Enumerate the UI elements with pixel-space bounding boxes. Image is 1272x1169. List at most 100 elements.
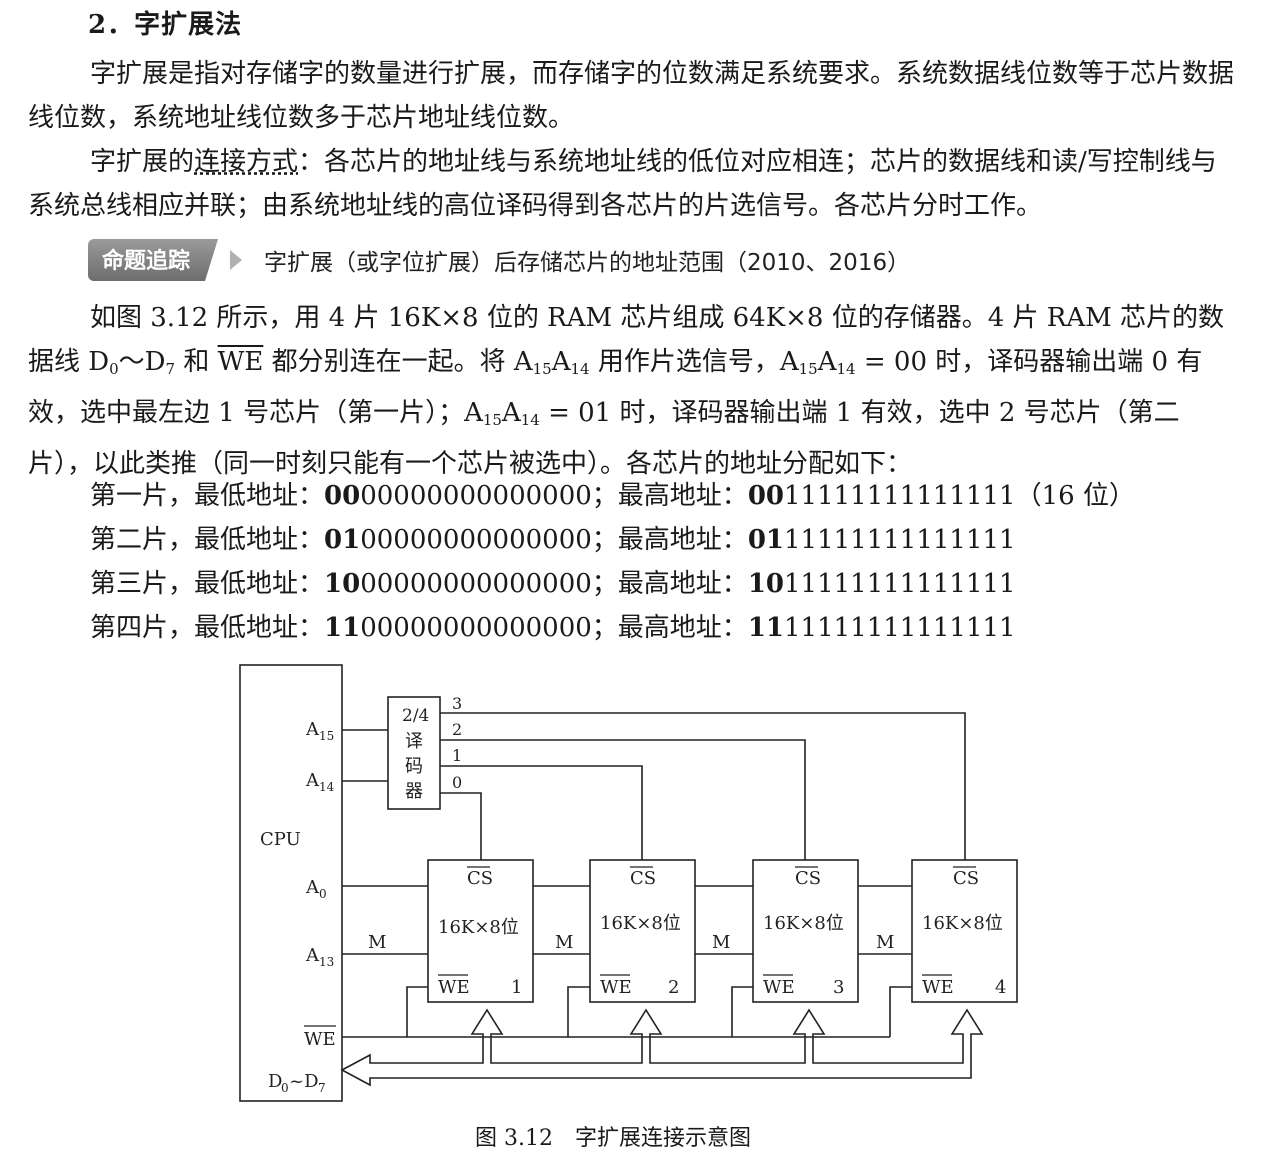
paragraph-connection: 字扩展的连接方式：各芯片的地址线与系统地址线的低位对应相连；芯片的数据线和读/写… [28,140,1238,228]
address-low-bits: 00000000000000 [360,481,592,511]
address-sep: ；最高地址： [591,525,748,555]
example-text-d: 都分别连在一起。将 A [263,347,533,377]
example-text-i: A [501,398,521,428]
example-text-a: 如图 3.12 所示，用 4 片 16K×8 位的 RAM 芯片组成 64K×8… [28,303,1225,377]
decoder-output-label: 3 [452,694,462,713]
chip-number: 4 [995,977,1006,998]
data-bus-label: D [268,1071,282,1092]
bus-m-label: M [555,932,573,953]
chip-cs-label: CS [795,868,821,889]
address-sep: ；最高地址： [591,481,748,511]
subscript: 15 [532,360,552,378]
address-line-1: 第一片，最低地址：0000000000000000；最高地址：001111111… [90,474,1135,518]
decoder-label: 器 [405,781,423,802]
subscript: 7 [318,1081,326,1095]
paragraph-definition: 字扩展是指对存储字的数量进行扩展，而存储字的位数满足系统要求。系统数据线位数等于… [28,52,1238,140]
address-high-bits: 10 [747,569,784,599]
address-low-bits: 00000000000000 [360,613,592,643]
subscript: 15 [319,729,334,743]
address-line-4: 第四片，最低地址：1100000000000000；最高地址：111111111… [90,606,1016,650]
chip-size-label: 16K×8位 [438,917,519,938]
address-high-bits: 11 [324,613,361,643]
topic-tracking-row: 命题追踪 字扩展（或字位扩展）后存储芯片的地址范围（2010、2016） [88,238,910,282]
a14-label: A [305,770,320,791]
decoder-output-label: 2 [452,720,462,739]
subscript: 13 [319,955,334,969]
subscript: 14 [319,780,335,794]
address-note: （16 位） [1015,481,1135,511]
subscript: 14 [520,411,540,429]
address-low-bits: 00000000000000 [360,525,592,555]
chip-we-label: WE [600,977,632,998]
example-text-g: A [817,347,837,377]
address-low-bits: 11111111111111 [784,525,1016,555]
decoder-output-label: 1 [452,746,462,765]
address-line-2: 第二片，最低地址：0100000000000000；最高地址：011111111… [90,518,1016,562]
address-sep: ；最高地址： [591,569,748,599]
address-low-bits: 00000000000000 [360,569,592,599]
example-text-c: 和 [175,347,218,377]
chip-cs-label: CS [953,868,979,889]
address-label: 第一片，最低地址： [90,481,325,511]
address-label: 第三片，最低地址： [90,569,325,599]
chip-size-label: 16K×8位 [922,913,1003,934]
connection-term: 连接方式 [194,147,299,177]
address-high-bits: 11 [747,613,784,643]
subscript: 15 [482,411,502,429]
address-low-bits: 11111111111111 [784,481,1016,511]
a0-label: A [305,877,320,898]
address-high-bits: 00 [324,481,361,511]
subscript: 0 [319,887,327,901]
subscript: 7 [165,360,176,378]
paragraph-example: 如图 3.12 所示，用 4 片 16K×8 位的 RAM 芯片组成 64K×8… [28,296,1238,486]
figure-caption: 图 3.12 字扩展连接示意图 [475,1126,751,1151]
chip-number: 1 [511,977,522,998]
example-text-e: A [551,347,571,377]
decoder-label: 译 [405,731,423,752]
chip-we-label: WE [922,977,954,998]
chip-number: 2 [668,977,679,998]
address-sep: ；最高地址： [591,613,748,643]
address-high-bits: 01 [324,525,361,555]
chip-number: 3 [833,977,844,998]
cpu-label: CPU [260,829,301,850]
example-text-b: ～D [118,347,166,377]
example-text-f: 用作片选信号，A [589,347,799,377]
connection-pre: 字扩展的 [90,147,195,177]
triangle-arrow-icon [230,250,243,270]
address-label: 第四片，最低地址： [90,613,325,643]
chip-we-label: WE [438,977,470,998]
decoder-box [387,696,441,810]
address-low-bits: 11111111111111 [784,569,1016,599]
address-high-bits: 01 [747,525,784,555]
bus-m-label: M [876,932,894,953]
a15-label: A [305,719,320,740]
chip-size-label: 16K×8位 [763,913,844,934]
connection-post: ：各芯片的地址线与系统地址线的低位对应相连；芯片的数据线和读/写控制线与系统总线… [28,147,1217,221]
address-label: 第二片，最低地址： [90,525,325,555]
paragraph-definition-text: 字扩展是指对存储字的数量进行扩展，而存储字的位数满足系统要求。系统数据线位数等于… [28,59,1235,133]
address-high-bits: 10 [324,569,361,599]
topic-tracking-badge: 命题追踪 [88,239,219,281]
we-signal: WE [217,347,264,377]
subscript: 0 [109,360,119,378]
bus-m-label: M [368,932,386,953]
chip-cs-label: CS [630,868,656,889]
cpu-we-label: WE [304,1029,336,1050]
example-text-h: = 00 时，译码器输出端 0 有效，选中最左边 1 号芯片（第一片）；A [28,347,1203,428]
decoder-output-label: 0 [452,773,462,792]
a13-label: A [305,945,320,966]
section-heading: 2．字扩展法 [88,10,243,40]
address-high-bits: 00 [747,481,784,511]
address-low-bits: 11111111111111 [784,613,1016,643]
subscript: 15 [798,360,818,378]
cpu-box [239,664,343,1102]
address-line-3: 第三片，最低地址：1000000000000000；最高地址：101111111… [90,562,1016,606]
chip-cs-label: CS [467,868,493,889]
chip-size-label: 16K×8位 [600,913,681,934]
subscript: 14 [836,360,856,378]
subscript: 14 [570,360,590,378]
chip-we-label: WE [763,977,795,998]
decoder-label: 码 [405,756,423,777]
